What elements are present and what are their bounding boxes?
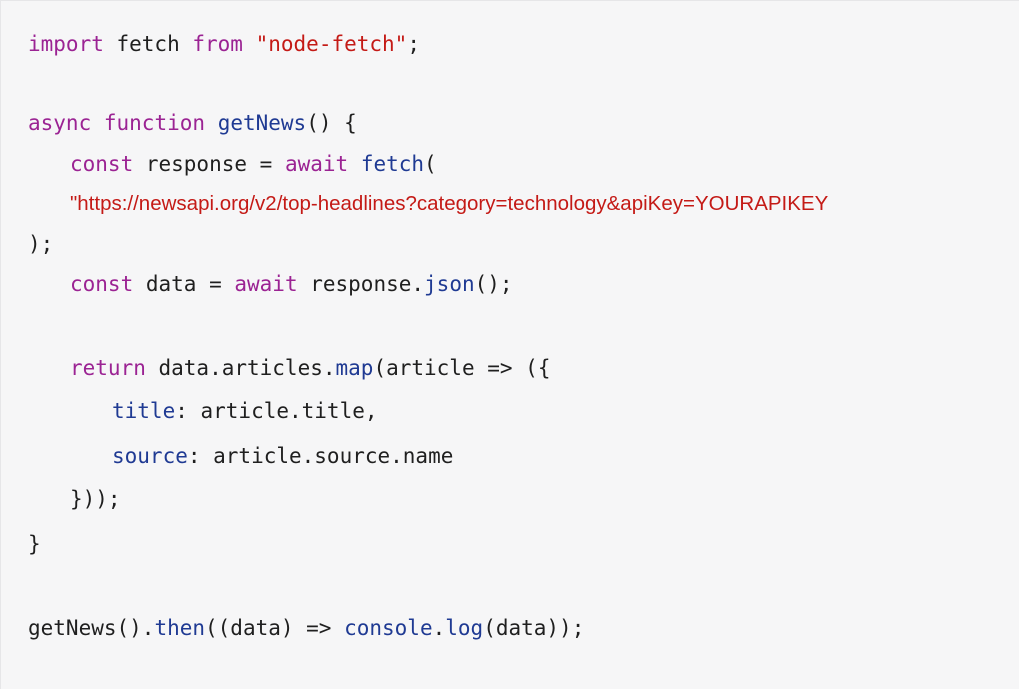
code-token-fn: title — [112, 399, 176, 423]
code-token-plain: (article => ({ — [373, 356, 551, 380]
code-line-import: import fetch from "node-fetch"; — [28, 30, 420, 58]
code-token-plain: (data)); — [483, 616, 585, 640]
code-token-kw: const — [70, 272, 134, 296]
code-token-plain: data.articles. — [145, 356, 336, 380]
code-token-fn: json — [424, 272, 475, 296]
code-token-plain: ); — [28, 232, 54, 256]
code-token-fn: fetch — [360, 152, 425, 176]
code-token-str: "https://newsapi.org/v2/top-headlines?ca… — [70, 192, 829, 215]
code-line-async-function: async function getNews() { — [28, 109, 357, 137]
code-token-plain — [243, 32, 256, 56]
code-token-fn: source — [112, 444, 188, 468]
code-token-plain: . — [432, 616, 446, 640]
code-token-fn: map — [335, 356, 374, 380]
code-token-plain: } — [28, 532, 41, 556]
code-line-source-prop: source: article.source.name — [112, 442, 453, 470]
code-token-kw: function — [103, 111, 206, 135]
code-token-plain: ; — [407, 32, 420, 56]
code-token-kw: const — [70, 152, 134, 176]
code-token-plain: ( — [424, 152, 437, 176]
code-token-plain: getNews(). — [28, 616, 155, 640]
code-token-plain: : article.title, — [175, 399, 378, 423]
code-token-plain — [348, 152, 361, 176]
code-token-plain: : article.source.name — [187, 444, 454, 468]
code-line-close-map: })); — [70, 485, 121, 513]
code-token-kw: return — [70, 356, 146, 380]
code-token-kw: import — [28, 32, 104, 56]
code-token-fn: log — [445, 616, 484, 640]
code-line-call-getnews: getNews().then((data) => console.log(dat… — [28, 614, 584, 642]
code-token-plain: () { — [306, 111, 357, 135]
code-token-plain: response = — [133, 152, 285, 176]
code-token-plain: fetch — [103, 32, 193, 56]
code-token-fn: getNews — [217, 111, 307, 135]
code-token-str: "node-fetch" — [255, 32, 408, 56]
code-token-fn: console — [344, 616, 433, 640]
code-token-plain: data = — [133, 272, 235, 296]
code-token-kw: await — [234, 272, 298, 296]
code-line-close-function: } — [28, 530, 41, 558]
code-token-plain: (); — [474, 272, 513, 296]
code-token-kw: from — [192, 32, 243, 56]
code-line-close-paren: ); — [28, 230, 53, 258]
code-token-plain: })); — [70, 487, 121, 511]
code-line-const-data: const data = await response.json(); — [70, 270, 513, 298]
code-token-fn: then — [154, 616, 206, 640]
code-token-plain: response. — [297, 272, 425, 296]
code-line-url-string: "https://newsapi.org/v2/top-headlines?ca… — [70, 190, 828, 218]
code-token-plain — [91, 111, 104, 135]
code-token-plain: ((data) => — [205, 616, 345, 640]
code-token-plain — [205, 111, 218, 135]
code-line-const-response: const response = await fetch( — [70, 150, 437, 178]
code-line-title-prop: title: article.title, — [112, 397, 378, 425]
code-token-kw: await — [284, 152, 349, 176]
code-line-return-map: return data.articles.map(article => ({ — [70, 354, 550, 382]
code-token-kw: async — [28, 111, 92, 135]
